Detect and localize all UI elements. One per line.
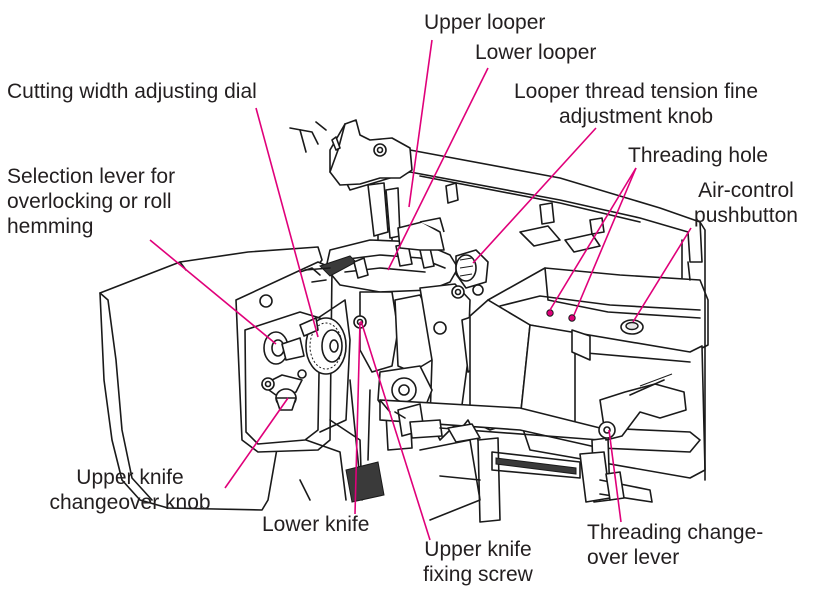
label-air-control-line1: Air-control (698, 179, 794, 202)
leader-threading-hole-2 (573, 167, 637, 316)
label-cutting-width-dial: Cutting width adjusting dial (7, 80, 257, 103)
label-lower-knife: Lower knife (262, 513, 370, 536)
leader-air-control (632, 227, 692, 323)
label-upper-knife-fixing-line2: fixing screw (423, 563, 533, 586)
leader-upper-looper (408, 39, 433, 208)
label-upper-knife-fixing-line1: Upper knife (424, 538, 532, 561)
leader-upper-knife-changeover (224, 397, 289, 489)
leader-cutting-dial (255, 107, 319, 338)
lower-mechanism (299, 399, 701, 523)
looper-assembly (304, 217, 459, 293)
label-selection-lever-line2: overlocking or roll (7, 190, 172, 213)
leader-selection-lever (149, 239, 277, 345)
label-upper-looper: Upper looper (424, 11, 546, 34)
label-selection-lever-line3: hemming (7, 215, 94, 238)
label-air-control: Air-control pushbutton (681, 178, 811, 228)
leader-tension-knob (472, 127, 597, 264)
label-threading-changeover: Threading change- over lever (587, 520, 763, 570)
label-upper-knife-changeover: Upper knife changeover knob (30, 465, 230, 515)
right-edge (687, 221, 706, 481)
leader-upper-knife-fixing (360, 320, 431, 541)
label-air-control-line2: pushbutton (694, 204, 798, 227)
label-upper-knife-changeover-line1: Upper knife (76, 466, 184, 489)
leader-threading-changeover (608, 429, 622, 523)
label-looper-tension-line2: adjustment knob (558, 105, 714, 128)
label-looper-tension-line1: Looper thread tension fine (514, 80, 759, 103)
tension-knob (455, 249, 489, 296)
label-threading-hole: Threading hole (628, 144, 769, 167)
label-looper-tension: Looper thread tension fine adjustment kn… (514, 79, 758, 129)
leader-lines (149, 39, 692, 541)
label-threading-changeover-line1: Threading change- (587, 521, 764, 544)
label-lower-looper: Lower looper (475, 41, 597, 64)
label-selection-lever-line1: Selection lever for (7, 165, 176, 188)
label-threading-changeover-line2: over lever (587, 546, 680, 569)
label-upper-knife-fixing: Upper knife fixing screw (408, 537, 548, 587)
label-selection-lever: Selection lever for overlocking or roll … (7, 164, 175, 239)
label-upper-knife-changeover-line2: changeover knob (49, 491, 211, 514)
leader-threading-hole-1 (549, 167, 637, 311)
changeover-lever (598, 373, 687, 441)
lower-center (349, 283, 481, 481)
leader-lower-looper (387, 67, 489, 271)
leader-lower-knife (354, 321, 361, 515)
